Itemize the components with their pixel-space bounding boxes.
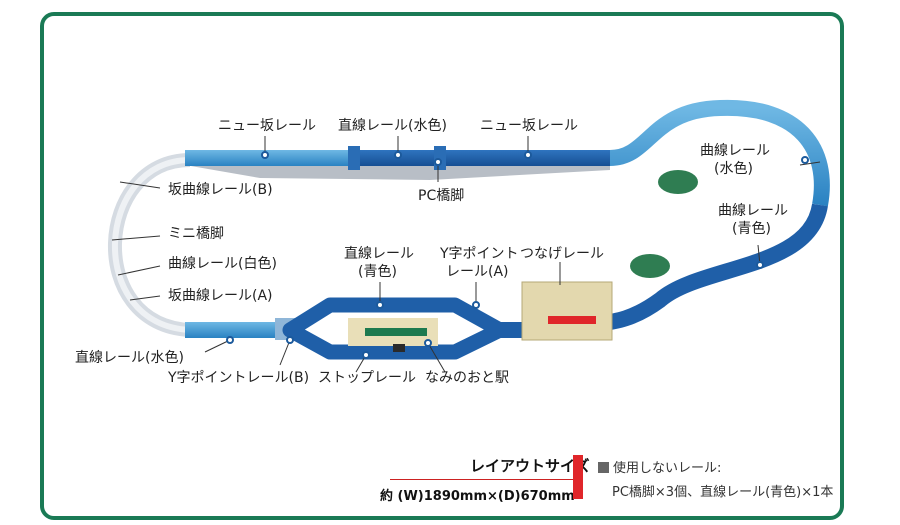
label-curve-light-line2: (水色)	[714, 160, 753, 177]
label-curve-light: 曲線レール (水色)	[700, 143, 774, 177]
pc-pier-1	[348, 146, 360, 170]
title-underline	[390, 479, 580, 480]
unused-rail-heading: 使用しないレール:	[598, 457, 721, 476]
tree-cluster-1	[658, 170, 698, 194]
label-curve-white: 曲線レール(白色)	[168, 255, 277, 272]
diagram-frame	[40, 12, 844, 520]
pc-pier-2	[434, 146, 446, 170]
label-slope-curve-a: 坂曲線レール(A)	[168, 288, 273, 304]
label-new-slope-right: ニュー坂レール	[480, 118, 578, 134]
unused-rail-list: PC橋脚×3個、直線レール(青色)×1本	[612, 485, 834, 500]
label-slope-curve-b: 坂曲線レール(B)	[168, 182, 273, 198]
layout-size-value: 約 (W)1890mm×(D)670mm	[380, 489, 575, 504]
layout-footer: レイアウトサイズ 約 (W)1890mm×(D)670mm 使用しないレール: …	[380, 455, 840, 515]
label-straight-blue: 直線レール (青色)	[344, 245, 418, 280]
curve-rail-light	[609, 99, 830, 207]
label-stop-rail: ストップレール	[318, 370, 416, 386]
label-pc-pier: PC橋脚	[418, 188, 464, 204]
label-curve-light-line1: 曲線レール	[700, 143, 770, 159]
label-curve-blue: 曲線レール (青色)	[718, 203, 792, 237]
label-new-slope-left: ニュー坂レール	[218, 118, 316, 134]
red-accent-bar	[573, 455, 583, 499]
label-station: なみのおと駅	[425, 370, 509, 386]
elevated-shadow	[185, 165, 610, 180]
label-y-point-b: Y字ポイントレール(B)	[167, 370, 309, 386]
straight-rail-light-top	[350, 150, 440, 166]
label-connect-rail: つなげレール	[520, 246, 604, 262]
label-straight-light-top: 直線レール(水色)	[338, 117, 447, 134]
bullet-square-icon	[598, 462, 609, 473]
label-mini-pier: ミニ橋脚	[168, 226, 224, 242]
layout-size-title: レイアウトサイズ	[470, 457, 590, 475]
label-y-point-a: Y字ポイント レール(A)	[439, 246, 523, 280]
straight-rail-light-bottom	[185, 322, 275, 338]
new-slope-rail-right	[440, 150, 610, 166]
unused-rail-heading-text: 使用しないレール:	[613, 461, 722, 476]
tree-cluster-2	[630, 254, 670, 278]
connect-rail-block	[521, 281, 613, 341]
curve-rail-blue	[588, 203, 828, 333]
label-straight-light-bottom: 直線レール(水色)	[75, 349, 184, 366]
